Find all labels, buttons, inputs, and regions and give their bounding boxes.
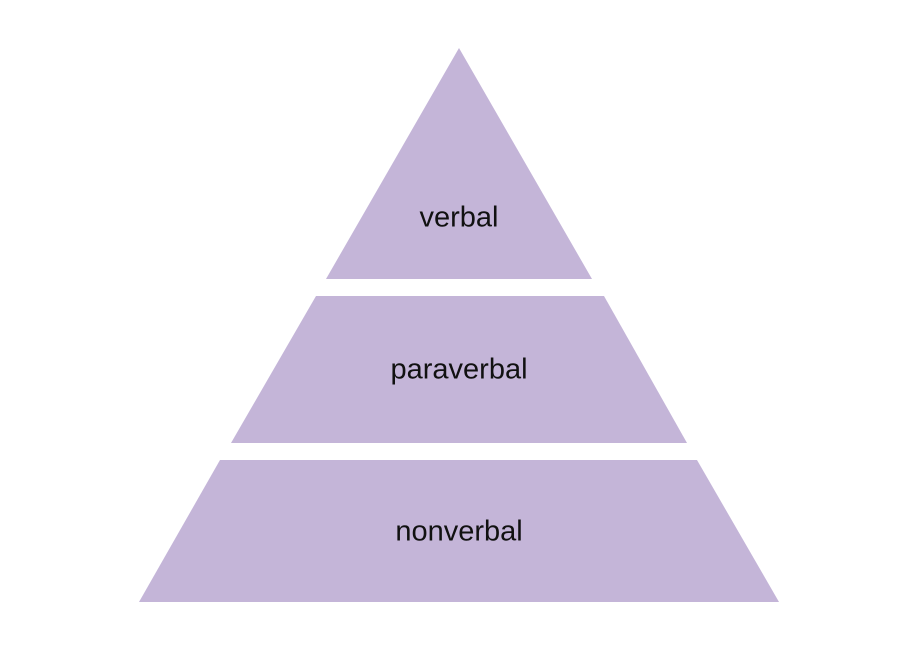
pyramid-tier-bottom: nonverbal — [139, 460, 779, 602]
pyramid-tier-middle-label: paraverbal — [390, 354, 527, 386]
pyramid-tier-middle: paraverbal — [231, 296, 687, 443]
pyramid-tier-middle-shape — [231, 296, 687, 443]
pyramid-tier-bottom-shape — [139, 460, 779, 602]
pyramid-tier-top-shape — [326, 48, 592, 279]
pyramid-tier-top-label: verbal — [420, 202, 499, 234]
pyramid-tier-top: verbal — [326, 48, 592, 279]
pyramid-tier-bottom-label: nonverbal — [395, 516, 522, 548]
